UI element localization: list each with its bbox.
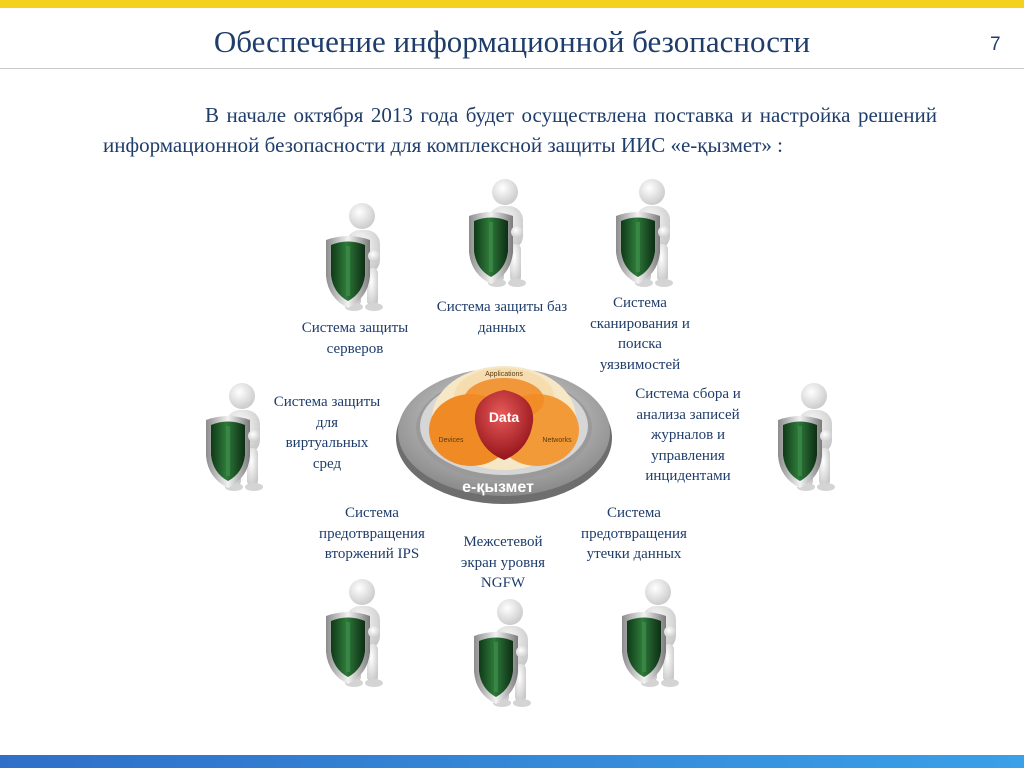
system-label-dlp: Система предотвращения утечки данных — [581, 505, 687, 562]
system-label-ngfw: Межсетевой экран уровня NGFW — [460, 534, 546, 591]
system-label-virtual-env: Система защиты для виртуальных сред — [273, 394, 381, 472]
bottom-accent-bar — [0, 755, 1024, 768]
shield-figure-icon — [622, 579, 679, 687]
hub-center-label: Data — [489, 409, 520, 425]
system-label-servers: Система защиты серверов — [301, 320, 409, 357]
system-label-databases: Система защиты баз данных — [436, 299, 568, 336]
hub-label: е-қызмет — [462, 479, 534, 496]
system-label-siem: Система сбора и анализа записей журналов… — [635, 386, 741, 484]
shield-figure-icon — [326, 579, 383, 687]
hub-segment-networks: Networks — [542, 437, 572, 444]
shield-figure-icon — [616, 179, 673, 287]
hub-segment-devices: Devices — [439, 437, 464, 444]
title-divider — [0, 68, 1024, 69]
system-label-ips: Система предотвращения вторжений IPS — [319, 505, 425, 562]
data-hub-icon: Data Applications Devices Networks — [396, 366, 612, 504]
hub-segment-applications: Applications — [485, 371, 523, 378]
intro-paragraph: В начале октября 2013 года будет осущест… — [103, 103, 937, 157]
top-accent-bar — [0, 0, 1024, 8]
shield-figure-icon — [469, 179, 526, 287]
page-number: 7 — [990, 34, 1001, 55]
shield-figure-icon — [206, 383, 263, 491]
slide-title: Обеспечение информационной безопасности — [213, 24, 811, 59]
shield-figure-icon — [778, 383, 835, 491]
system-label-vulnerability-scan: Система сканирования и поиска уязвимосте… — [590, 295, 690, 373]
shield-figure-icon — [474, 599, 531, 707]
shield-figure-icon — [326, 203, 383, 311]
